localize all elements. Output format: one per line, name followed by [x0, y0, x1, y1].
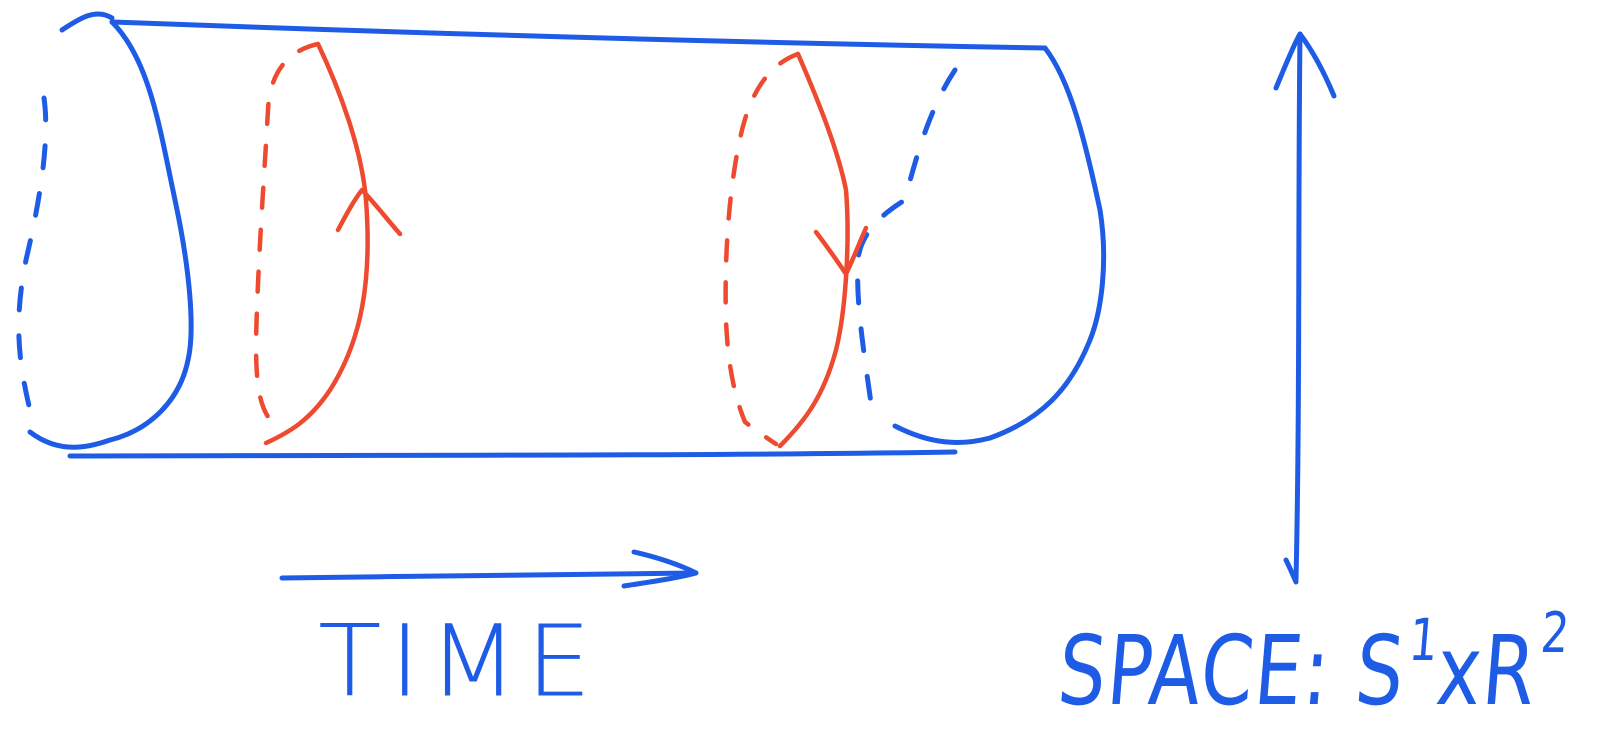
loop-right-arrow-icon — [816, 228, 866, 274]
cylinder-right-end-back — [858, 70, 955, 410]
cylinder-left-end-front — [30, 22, 191, 447]
cylinder — [19, 14, 1104, 456]
cylinder-right-end-front — [895, 48, 1104, 442]
cylinder-left-end-back — [19, 98, 46, 410]
loop-left — [256, 44, 400, 443]
loop-right-front — [780, 54, 848, 446]
time-label: TIME — [318, 612, 600, 711]
cylinder-top-edge — [112, 22, 1045, 48]
loop-right-back — [726, 54, 798, 444]
space-label-prefix: SPACE: S — [1054, 615, 1410, 727]
cylinder-left-end-hook — [62, 14, 112, 30]
time-arrow-icon — [282, 552, 696, 586]
space-label-sup2: 2 — [1538, 601, 1573, 666]
space-label-mid: xR — [1432, 615, 1541, 727]
space-arrow-icon — [1276, 34, 1334, 582]
cylinder-bottom-edge — [70, 452, 955, 456]
loop-right — [726, 54, 866, 446]
loop-left-front — [266, 44, 368, 443]
space-label: SPACE: S1xR2 — [1055, 606, 1573, 719]
loop-left-back — [256, 44, 318, 425]
time-label-text: TIME — [318, 603, 600, 719]
